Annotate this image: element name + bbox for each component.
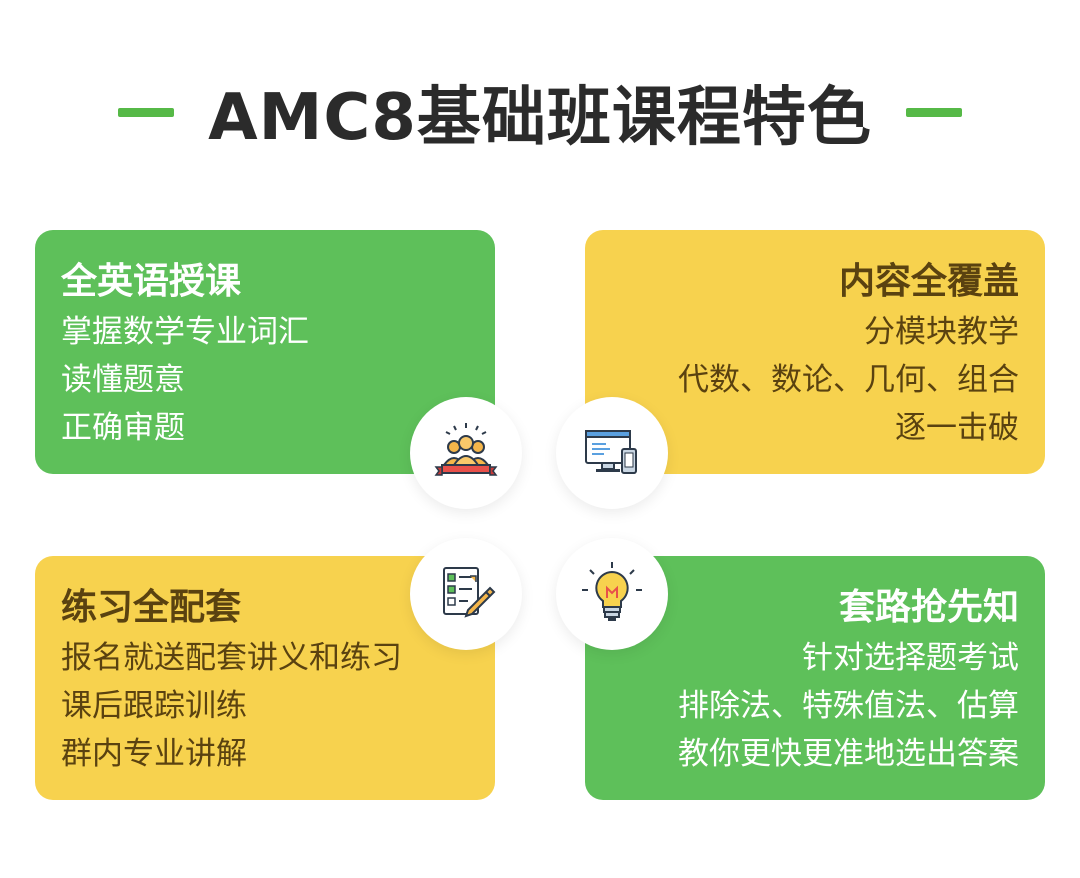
feature-title: 全英语授课	[61, 261, 242, 302]
header: AMC8基础班课程特色	[0, 62, 1080, 162]
feature-card-english: 全英语授课 掌握数学专业词汇 读懂题意 正确审题	[35, 230, 495, 474]
feature-line: 读懂题意	[61, 362, 185, 398]
feature-line: 针对选择题考试	[802, 640, 1019, 676]
feature-line: 课后跟踪训练	[61, 688, 247, 724]
feature-line: 排除法、特殊值法、估算	[678, 688, 1019, 724]
feature-line: 群内专业讲解	[61, 736, 247, 772]
feature-title: 内容全覆盖	[838, 261, 1019, 302]
feature-title: 练习全配套	[61, 587, 242, 628]
checklist-pencil-icon	[410, 538, 522, 650]
feature-line: 正确审题	[61, 410, 185, 446]
feature-line: 分模块教学	[864, 314, 1019, 350]
feature-title: 套路抢先知	[838, 587, 1019, 628]
computer-devices-icon	[556, 397, 668, 509]
classroom-audience-icon	[410, 397, 522, 509]
page-title: AMC8基础班课程特色	[208, 81, 872, 155]
feature-line: 逐一击破	[895, 410, 1019, 446]
feature-line: 掌握数学专业词汇	[61, 314, 309, 350]
feature-card-coverage: 内容全覆盖 分模块教学 代数、数论、几何、组合 逐一击破	[585, 230, 1045, 474]
title-dash-right	[905, 107, 962, 117]
title-dash-left	[118, 107, 175, 117]
feature-line: 报名就送配套讲义和练习	[61, 640, 402, 676]
feature-line: 教你更快更准地选出答案	[678, 736, 1019, 772]
feature-line: 代数、数论、几何、组合	[678, 362, 1019, 398]
lightbulb-icon	[556, 538, 668, 650]
